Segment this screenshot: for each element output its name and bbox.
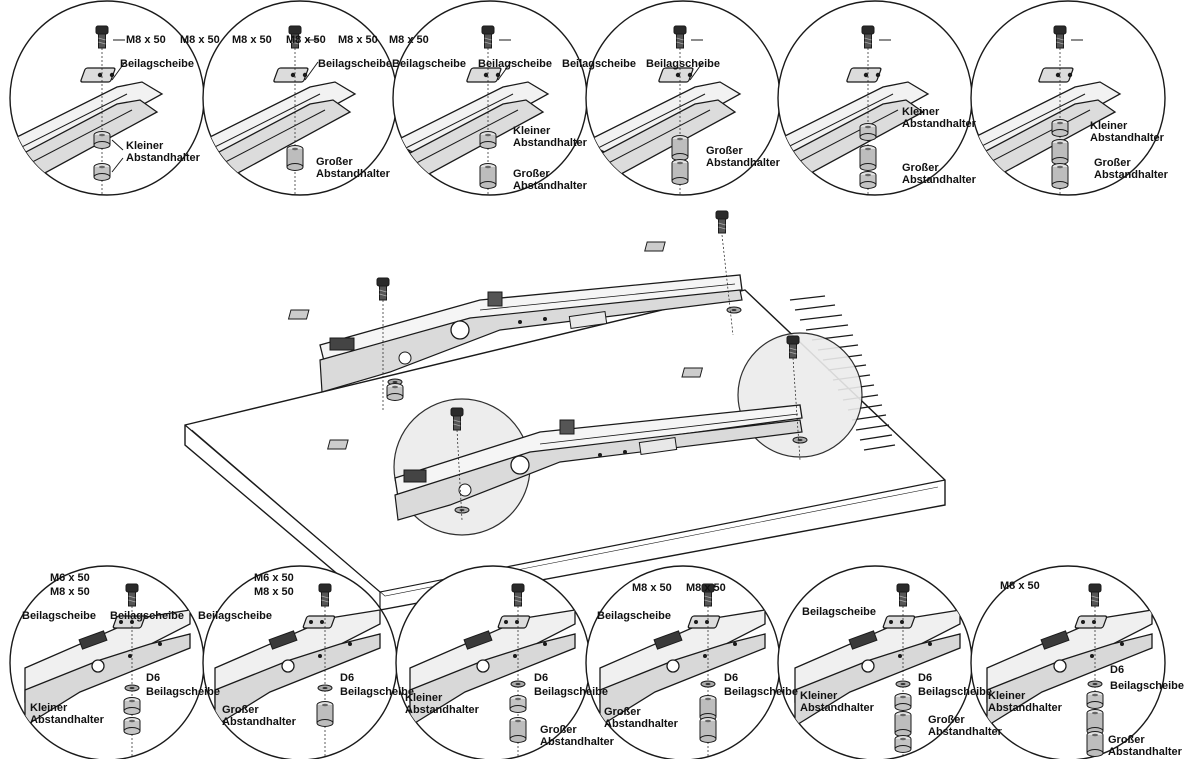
bottom-detail-1	[9, 565, 205, 761]
washer-label: Beilagscheibe	[22, 610, 96, 622]
screw-label: M8 x 50	[50, 586, 90, 598]
screw-label: M8 x 50	[126, 34, 166, 46]
bottom-detail-6	[970, 565, 1166, 761]
small-spacer-label: Kleiner Abstandhalter	[800, 690, 874, 714]
washer-label: Beilagscheibe	[597, 610, 671, 622]
large-spacer-label: Großer Abstandhalter	[513, 168, 587, 192]
washer-label: Beilagscheibe	[318, 58, 392, 70]
screw-label: M8 x 50	[1000, 580, 1040, 592]
d6-washer-label: D6	[1110, 664, 1125, 676]
small-spacer-label: Kleiner Abstandhalter	[513, 125, 587, 149]
large-spacer-label: Großer Abstandhalter	[902, 162, 976, 186]
screw-label: M8 x 50	[232, 34, 272, 46]
small-spacer-label: Kleiner Abstandhalter	[30, 702, 104, 726]
d6-washer-label: D6	[918, 672, 933, 684]
washer-label: Beilagscheibe	[562, 58, 636, 70]
large-spacer-label: Großer Abstandhalter	[222, 704, 296, 728]
washer-label: Beilagscheibe	[340, 686, 414, 698]
screw-label: M8 x 50	[686, 582, 726, 594]
washer-label: Beilagscheibe	[918, 686, 992, 698]
washer-label: Beilagscheibe	[198, 610, 272, 622]
small-spacer-label: Kleiner Abstandhalter	[902, 106, 976, 130]
small-spacer-label: Kleiner Abstandhalter	[126, 140, 200, 164]
washer-label: Beilagscheibe	[110, 610, 184, 622]
large-spacer-label: Großer Abstandhalter	[928, 714, 1002, 738]
upper-bracket	[287, 210, 743, 410]
large-spacer-label: Großer Abstandhalter	[540, 724, 614, 748]
large-spacer-label: Großer Abstandhalter	[1094, 157, 1168, 181]
washer-label: Beilagscheibe	[392, 58, 466, 70]
d6-washer-label: D6	[534, 672, 549, 684]
d6-washer-label: D6	[724, 672, 739, 684]
small-spacer-label: Kleiner Abstandhalter	[405, 692, 479, 716]
small-spacer-label: Kleiner Abstandhalter	[1090, 120, 1164, 144]
washer-label: Beilagscheibe	[802, 606, 876, 618]
large-spacer-label: Großer Abstandhalter	[706, 145, 780, 169]
top-detail-1	[9, 0, 205, 196]
screw-label: M8 x 50	[286, 34, 326, 46]
small-spacer-label: Kleiner Abstandhalter	[988, 690, 1062, 714]
washer-label: Beilagscheibe	[646, 58, 720, 70]
screw-label: M6 x 50	[254, 572, 294, 584]
screw-label: M8 x 50	[632, 582, 672, 594]
large-spacer-label: Großer Abstandhalter	[604, 706, 678, 730]
washer-label: Beilagscheibe	[120, 58, 194, 70]
d6-washer-label: D6	[146, 672, 161, 684]
screw-label: M6 x 50	[50, 572, 90, 584]
top-detail-6	[970, 0, 1166, 196]
top-detail-3	[392, 0, 588, 196]
lower-bracket	[327, 335, 808, 521]
screw-label: M8 x 50	[180, 34, 220, 46]
washer-label: Beilagscheibe	[534, 686, 608, 698]
large-spacer-label: Großer Abstandhalter	[1108, 734, 1182, 758]
screw-label: M8 x 50	[389, 34, 429, 46]
washer-label: Beilagscheibe	[478, 58, 552, 70]
large-spacer-label: Großer Abstandhalter	[316, 156, 390, 180]
screw-label: M8 x 50	[254, 586, 294, 598]
d6-washer-label: D6	[340, 672, 355, 684]
washer-label: Beilagscheibe	[146, 686, 220, 698]
washer-label: Beilagscheibe	[724, 686, 798, 698]
screw-label: M8 x 50	[338, 34, 378, 46]
washer-label: Beilagscheibe	[1110, 680, 1184, 692]
bottom-detail-2	[202, 565, 398, 761]
